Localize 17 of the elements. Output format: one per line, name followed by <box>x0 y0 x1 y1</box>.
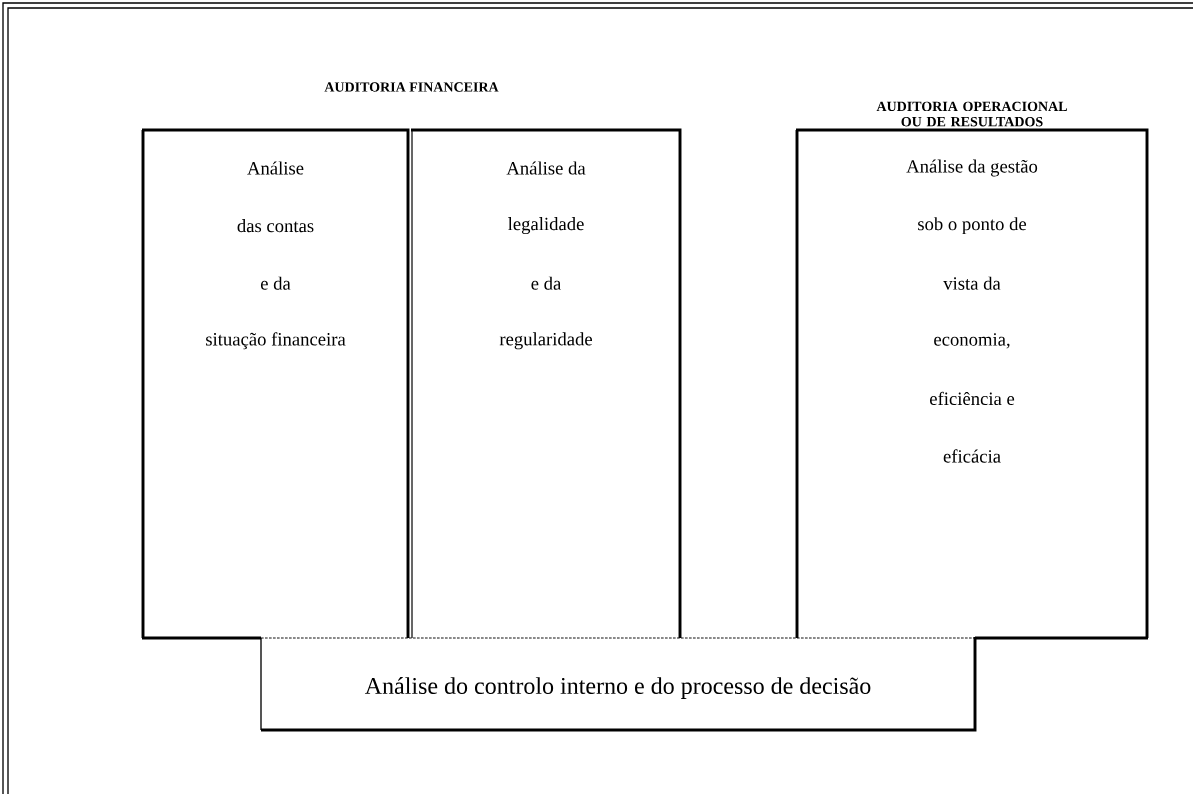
column-text: situação financeira <box>206 332 346 350</box>
column-text: Análise <box>247 161 304 175</box>
column-text: Análise da gestão <box>906 159 1038 177</box>
column-text: sob o ponto de <box>918 217 1027 235</box>
column-heading: AUDITORIA OPERACIONAL OU DE RESULTADOS <box>876 101 1067 127</box>
column-text: regularidade <box>499 332 592 350</box>
column-text: vista da <box>943 276 1001 290</box>
column-text: e da <box>531 276 562 290</box>
column-text: e da <box>260 276 291 290</box>
column-text: eficiência e <box>930 391 1015 406</box>
column-text: legalidade <box>508 217 584 235</box>
process-box: Análise do controlo interno e do processo de decisão <box>260 637 977 732</box>
column-text: eficácia <box>943 449 1001 463</box>
column-text: Análise da <box>506 161 586 175</box>
group-heading: AUDITORIA FINANCEIRA <box>324 82 499 92</box>
column-text: das contas <box>237 219 314 233</box>
column-text: economia, <box>934 333 1010 349</box>
